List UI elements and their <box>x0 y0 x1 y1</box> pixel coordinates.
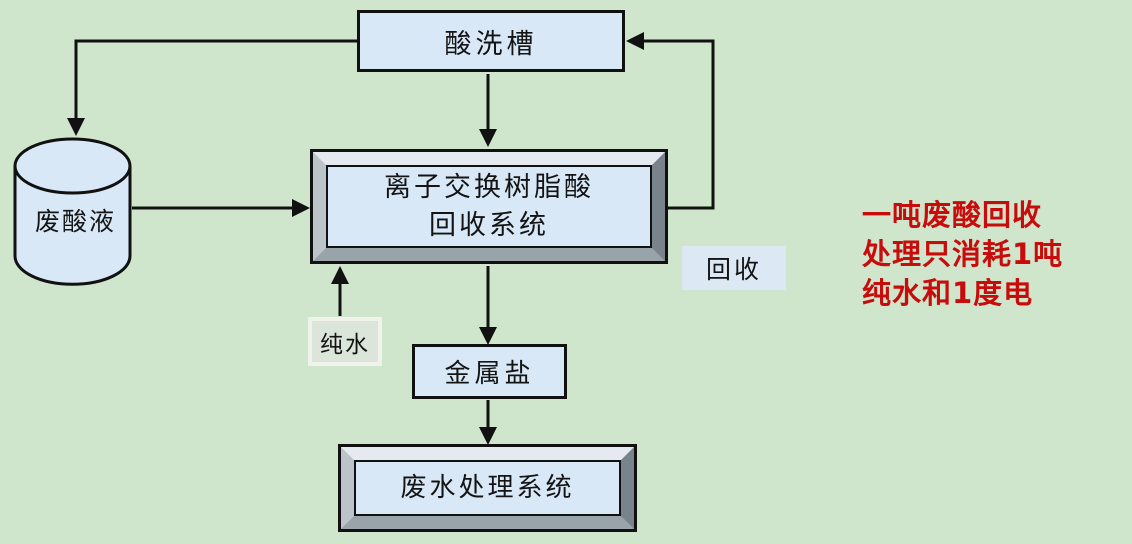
wastewater-system-label: 废水处理系统 <box>400 473 575 503</box>
arrowhead-right-recovery <box>292 199 310 217</box>
metal-salt-box: 金属盐 <box>412 344 567 399</box>
arrowhead-down-wasteacid <box>67 118 85 136</box>
pure-water-text: 纯水 <box>320 331 370 358</box>
recovery-system-panel: 离子交换树脂酸 回收系统 <box>326 165 652 248</box>
arrowhead-down-recovery <box>479 129 497 147</box>
arrowhead-up-recovery <box>331 266 349 284</box>
arrow-recovery-to-acidwash <box>642 39 715 210</box>
recovery-tag-text: 回收 <box>705 255 762 284</box>
recovery-system-bevel: 离子交换树脂酸 回收系统 <box>313 152 665 261</box>
arrowhead-down-metalsalt <box>479 327 497 345</box>
arrow-acidwash-to-wasteacid <box>74 39 357 120</box>
recovery-system-label-line2: 回收系统 <box>429 209 549 241</box>
recovery-tag-label: 回收 <box>682 246 786 290</box>
annotation-text: 一吨废酸回收 处理只消耗1吨 纯水和1度电 <box>862 196 1127 313</box>
arrowhead-down-wastewater <box>479 427 497 445</box>
pure-water-label: 纯水 <box>308 317 382 366</box>
recovery-system-label-line1: 离子交换树脂酸 <box>384 171 594 203</box>
wastewater-system-panel: 废水处理系统 <box>354 460 621 516</box>
waste-acid-cylinder <box>13 137 132 286</box>
annotation-line2: 处理只消耗1吨 <box>862 237 1064 271</box>
annotation-line1: 一吨废酸回收 <box>862 198 1043 232</box>
annotation-line3: 纯水和1度电 <box>862 276 1034 310</box>
waste-acid-label: 废酸液 <box>35 207 117 236</box>
acid-wash-tank-label: 酸洗槽 <box>444 28 538 60</box>
metal-salt-label: 金属盐 <box>444 359 535 389</box>
recovery-system-box: 离子交换树脂酸 回收系统 <box>310 149 668 264</box>
wastewater-system-bevel: 废水处理系统 <box>341 447 634 529</box>
arrowhead-left-acidwash <box>626 32 644 50</box>
wastewater-system-box: 废水处理系统 <box>338 444 637 532</box>
acid-wash-tank-box: 酸洗槽 <box>357 10 625 72</box>
